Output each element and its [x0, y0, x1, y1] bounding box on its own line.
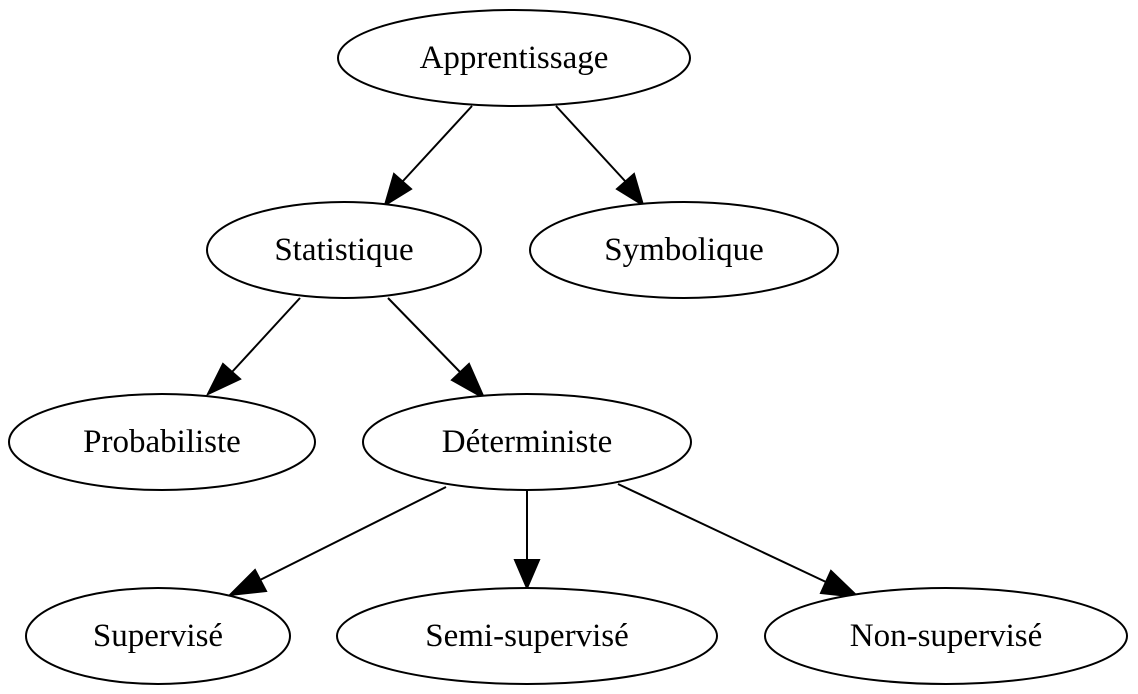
node-label-statistique: Statistique — [274, 232, 413, 268]
node-label-semi-supervise: Semi-supervisé — [425, 618, 628, 654]
node-non-supervise: Non-supervisé — [764, 587, 1128, 685]
node-label-symbolique: Symbolique — [604, 232, 764, 268]
node-label-apprentissage: Apprentissage — [420, 40, 609, 76]
node-statistique: Statistique — [206, 201, 482, 299]
node-label-supervise: Supervisé — [93, 618, 223, 654]
edge-deterministe-non-supervise — [617, 483, 861, 599]
node-supervise: Supervisé — [25, 587, 291, 685]
node-apprentissage: Apprentissage — [337, 9, 691, 107]
edges — [205, 105, 861, 599]
edge-apprentissage-statistique — [383, 105, 473, 208]
edge-statistique-deterministe — [387, 297, 487, 401]
node-label-non-supervise: Non-supervisé — [850, 618, 1042, 654]
node-probabiliste: Probabiliste — [8, 393, 316, 491]
node-deterministe: Déterministe — [362, 393, 692, 491]
edge-deterministe-supervise — [227, 486, 447, 597]
node-label-probabiliste: Probabiliste — [83, 424, 241, 460]
edge-apprentissage-symbolique — [555, 105, 645, 208]
node-label-deterministe: Déterministe — [442, 424, 612, 460]
edge-statistique-probabiliste — [205, 297, 301, 397]
node-semi-supervise: Semi-supervisé — [336, 587, 718, 685]
node-symbolique: Symbolique — [529, 201, 839, 299]
edge-deterministe-semi-supervise — [513, 490, 541, 591]
